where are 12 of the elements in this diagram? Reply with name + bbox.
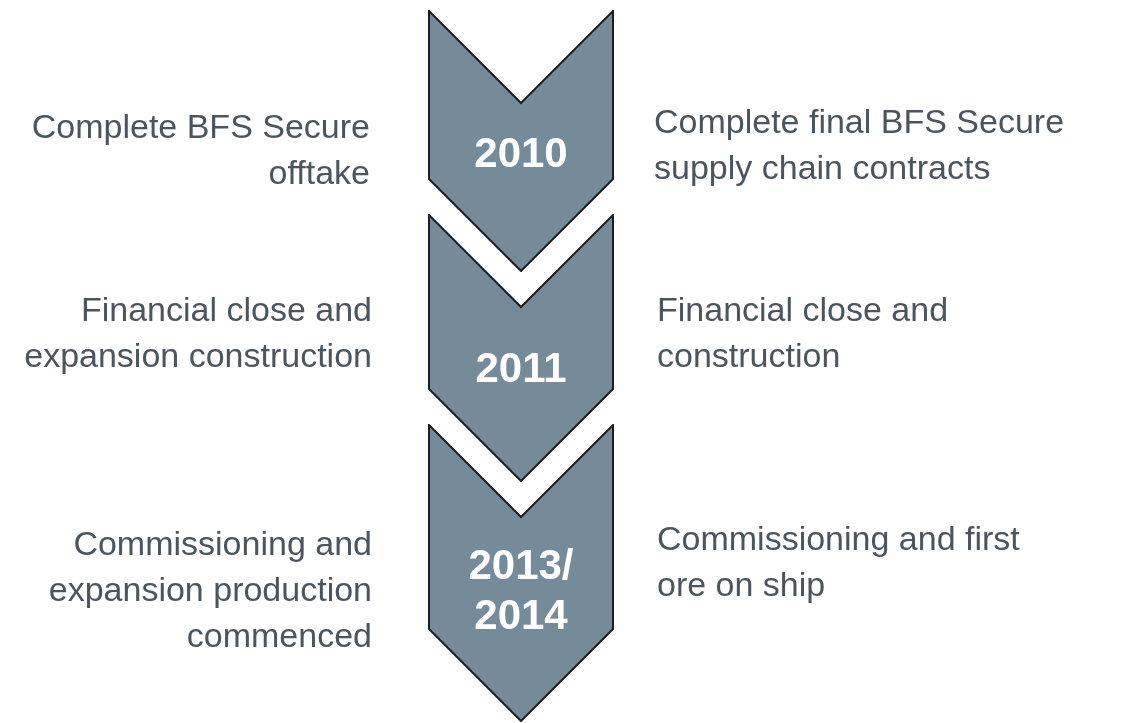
year-label: 2010 [473,128,569,178]
milestone-text: Commissioning and first ore on ship [657,518,1021,605]
year-label: 2013/ 2014 [467,540,575,640]
milestone-text: Financial close and construction [657,289,950,376]
milestone-text: Financial close and expansion construction [23,289,372,376]
milestone-text: Complete final BFS Secure supply chain contracts [654,101,1066,188]
milestone-text: Commissioning and expansion production commenced [47,523,372,656]
year-label: 2011 [474,343,568,393]
chevron-shape [428,214,614,482]
milestone-text: Complete BFS Secure offtake [30,106,370,193]
chevron-shape [428,10,614,272]
chevron-shape [428,424,614,722]
